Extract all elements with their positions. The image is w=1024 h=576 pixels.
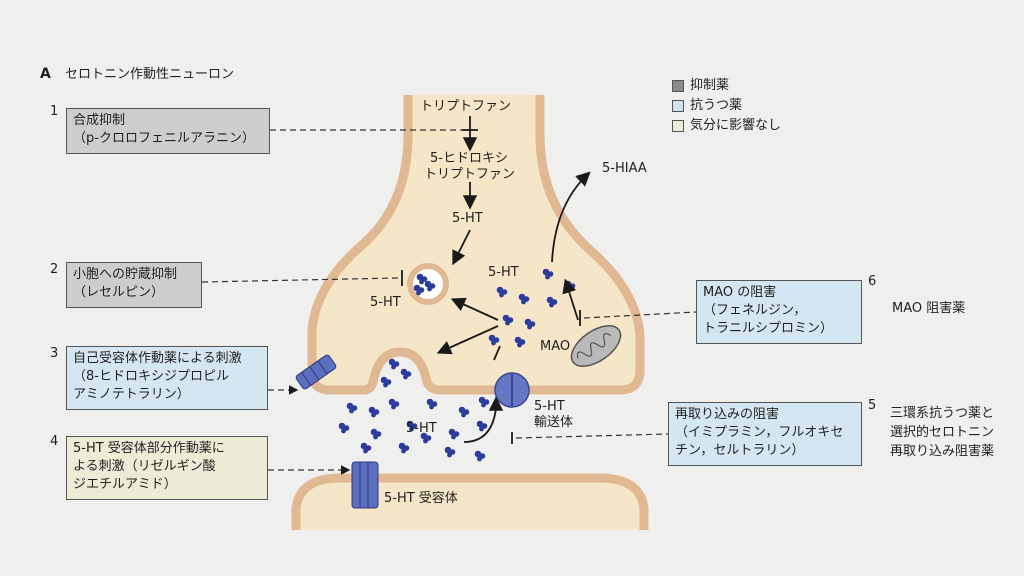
annotation-line: （8-ヒドロキシジプロピル (73, 369, 229, 384)
leader-lines (201, 129, 697, 475)
annotation-line: よる刺激（リゼルギン酸 (73, 459, 216, 474)
annotation-line: トラニルシプロミン） (703, 321, 834, 336)
label-receptor: 5-HT 受容体 (384, 491, 458, 506)
annotation-box-reuptake-inhibition: 再取り込みの阻害 （イミプラミン，フルオキセ チン，セルトラリン） (668, 402, 862, 466)
annotation-line: 小胞への貯蔵抑制 (73, 267, 178, 282)
label-hydroxytryptophan-1: 5-ヒドロキシ (430, 151, 508, 166)
legend-label-antidepressant: 抗うつ薬 (690, 98, 743, 113)
legend-swatch-inhibitor (672, 80, 684, 92)
annotation-line: 合成抑制 (73, 113, 126, 128)
section-title: セロトニン作動性ニューロン (64, 67, 234, 82)
annotation-number-3: 3 (50, 346, 59, 361)
drug-class-line: 三環系抗うつ薬と (890, 406, 995, 421)
annotation-line: アミノテトラリン） (73, 387, 190, 402)
annotation-line: チン，セルトラリン） (675, 443, 805, 458)
section-letter: A (40, 66, 51, 82)
annotation-line: MAO の阻害 (703, 285, 777, 300)
annotation-number-1: 1 (50, 104, 59, 119)
drug-class-mao: MAO 阻害薬 (892, 301, 966, 316)
drug-class-line: 選択的セロトニン (890, 425, 995, 440)
mitochondrion (570, 325, 622, 367)
autoreceptor (295, 354, 337, 390)
label-tryptophan: トリプトファン (420, 99, 512, 114)
annotation-line: 5-HT 受容体部分作動薬に (73, 441, 225, 456)
annotation-box-synthesis-inhibition: 合成抑制 （p-クロロフェニルアラニン） (66, 108, 270, 154)
annotation-line: 自己受容体作動薬による刺激 (73, 351, 242, 366)
annotation-line: （レセルピン） (73, 285, 165, 300)
annotation-box-storage-inhibition: 小胞への貯蔵抑制 （レセルピン） (66, 262, 202, 308)
legend-swatch-no-effect (672, 120, 684, 132)
postsynaptic-receptor (351, 461, 379, 509)
annotation-number-4: 4 (50, 434, 59, 449)
postsynaptic-terminal (291, 473, 649, 530)
label-serotonin-free: 5-HT (488, 265, 519, 280)
annotation-line: （フェネルジン， (703, 303, 807, 318)
drug-class-reuptake: 三環系抗うつ薬と 選択的セロトニン 再取り込み阻害薬 (890, 404, 994, 461)
label-serotonin-cleft: 5-HT (406, 421, 437, 436)
annotation-line: ジエチルアミド） (73, 477, 177, 492)
section-heading: A セロトニン作動性ニューロン (40, 66, 234, 83)
annotation-box-mao-inhibition: MAO の阻害 （フェネルジン， トラニルシプロミン） (696, 280, 862, 344)
pathway-arrows (401, 116, 591, 444)
annotation-number-5: 5 (868, 398, 877, 413)
drug-class-line: 再取り込み阻害薬 (890, 444, 995, 459)
label-serotonin-cytosol: 5-HT (452, 211, 483, 226)
label-serotonin-vesicle: 5-HT (370, 295, 401, 310)
label-mao: MAO (540, 339, 571, 354)
legend-swatch-antidepressant (672, 100, 684, 112)
annotation-line: 再取り込みの阻害 (675, 407, 780, 422)
label-5hiaa: 5-HIAA (602, 161, 647, 176)
label-transporter-2: 輸送体 (534, 415, 574, 430)
annotation-line: （イミプラミン，フルオキセ (675, 425, 844, 440)
label-transporter-1: 5-HT (534, 399, 565, 414)
annotation-box-partial-agonist: 5-HT 受容体部分作動薬に よる刺激（リゼルギン酸 ジエチルアミド） (66, 436, 268, 500)
annotation-number-6: 6 (868, 274, 877, 289)
legend-label-no-effect: 気分に影響なし (690, 118, 782, 133)
presynaptic-terminal (307, 95, 645, 395)
label-hydroxytryptophan-2: トリプトファン (424, 167, 516, 182)
legend-label-inhibitor: 抑制薬 (690, 78, 730, 93)
annotation-line: （p-クロロフェニルアラニン） (73, 131, 255, 146)
annotation-number-2: 2 (50, 262, 59, 277)
annotation-box-autoreceptor-agonist: 自己受容体作動薬による刺激 （8-ヒドロキシジプロピル アミノテトラリン） (66, 346, 268, 410)
